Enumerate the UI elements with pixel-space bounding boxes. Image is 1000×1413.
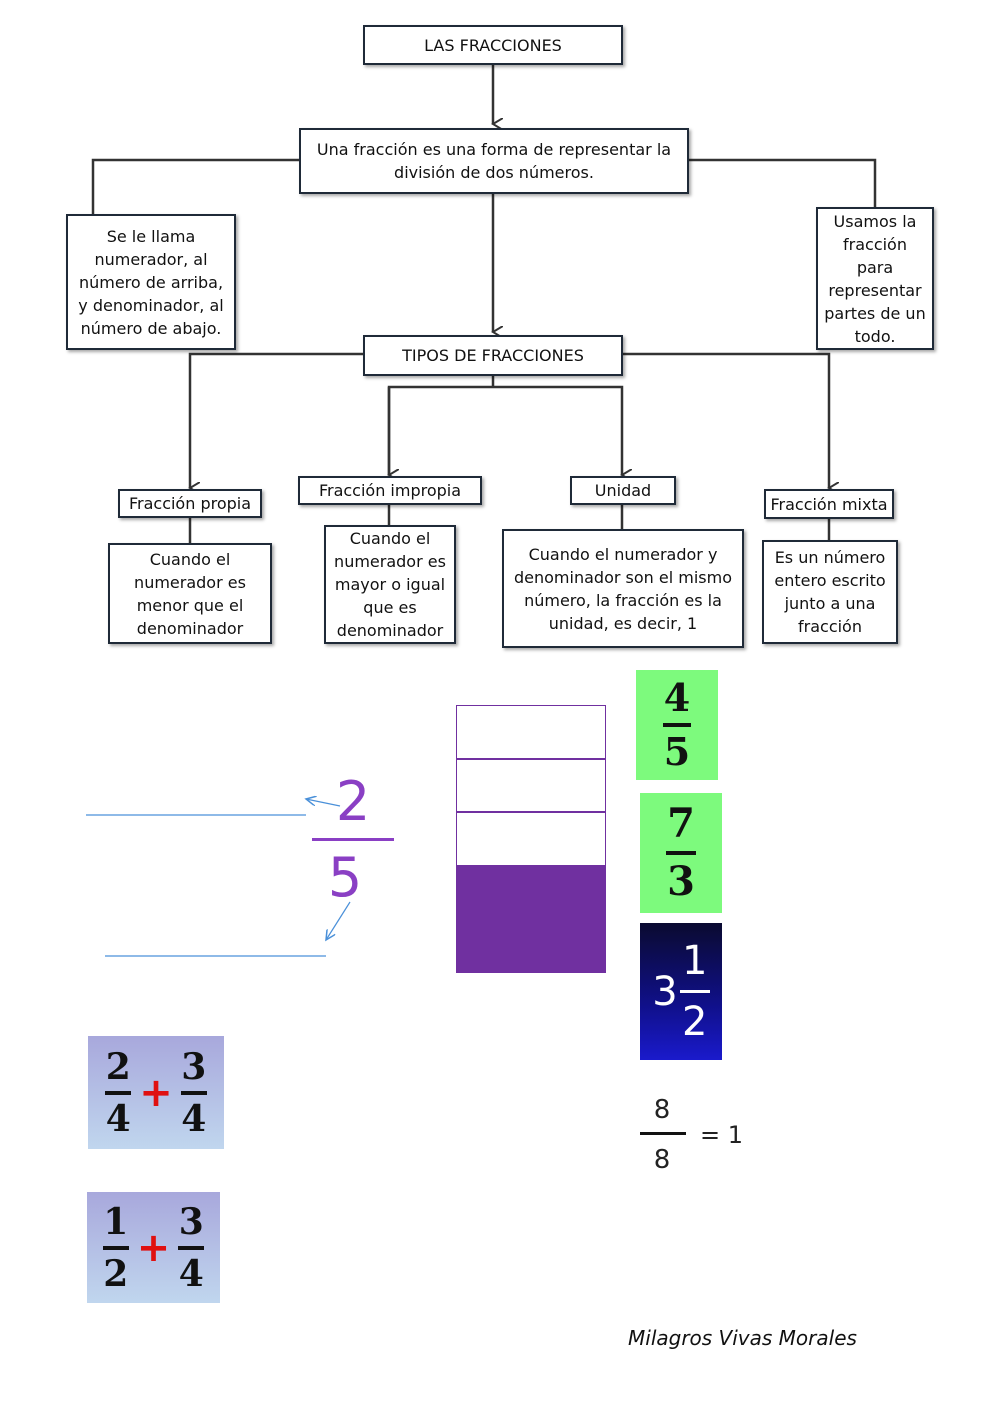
left-note-text: Se le llama numerador, al número de arri… bbox=[78, 226, 224, 338]
plus-sign: + bbox=[136, 1224, 171, 1271]
proper-denominator: 5 bbox=[663, 729, 691, 774]
author-name: Milagros Vivas Morales bbox=[628, 1326, 857, 1350]
proper-numerator: 4 bbox=[663, 675, 691, 720]
type-desc-text: Cuando el numerador es menor que el deno… bbox=[134, 549, 246, 638]
type-label-mixta: Fracción mixta bbox=[764, 489, 894, 519]
bar-segment-empty bbox=[456, 758, 606, 813]
type-label-text: Fracción mixta bbox=[770, 494, 888, 514]
type-desc-text: Cuando el numerador y denominador son el… bbox=[514, 544, 732, 633]
improper-numerator: 7 bbox=[667, 800, 695, 847]
type-label-unidad: Unidad bbox=[570, 476, 676, 505]
improper-denominator: 3 bbox=[667, 858, 695, 905]
definition-box: Una fracción es una forma de representar… bbox=[299, 128, 689, 194]
title-box: LAS FRACCIONES bbox=[363, 25, 623, 65]
mixed-denominator: 2 bbox=[681, 999, 708, 1045]
sum1-b-denominator: 4 bbox=[181, 1097, 207, 1140]
sum2-a-numerator: 1 bbox=[103, 1200, 129, 1243]
type-label-impropia: Fracción impropia bbox=[298, 476, 482, 505]
mixed-numerator: 1 bbox=[681, 938, 708, 984]
sum-card-2: 1 2 + 3 4 bbox=[87, 1192, 220, 1303]
bar-segment-empty bbox=[456, 705, 606, 759]
type-desc-mixta: Es un número entero escrito junto a una … bbox=[762, 540, 898, 644]
labeled-fraction: 2 5 bbox=[308, 772, 398, 912]
fraction-bar bbox=[640, 1132, 686, 1135]
bar-segment-empty bbox=[456, 812, 606, 866]
right-note-box: Usamos la fracción para representar part… bbox=[816, 207, 934, 350]
mixed-whole: 3 bbox=[652, 968, 678, 1015]
fraction-denominator: 5 bbox=[327, 846, 363, 909]
sum1-a-denominator: 4 bbox=[105, 1097, 131, 1140]
type-desc-text: Cuando el numerador es mayor o igual que… bbox=[334, 529, 446, 640]
type-desc-unidad: Cuando el numerador y denominador son el… bbox=[502, 529, 744, 648]
proper-fraction-card: 4 5 bbox=[636, 670, 718, 780]
type-label-text: Unidad bbox=[594, 481, 652, 500]
mixed-number-card: 3 1 2 bbox=[640, 923, 722, 1060]
fraction-bar bbox=[663, 723, 691, 727]
bar-segment-shaded bbox=[456, 919, 606, 973]
sum2-b-numerator: 3 bbox=[178, 1200, 204, 1243]
title-text: LAS FRACCIONES bbox=[424, 35, 562, 55]
left-note-box: Se le llama numerador, al número de arri… bbox=[66, 214, 236, 350]
definition-text: Una fracción es una forma de representar… bbox=[316, 140, 672, 182]
fraction-bar bbox=[180, 1090, 207, 1095]
improper-fraction-card: 7 3 bbox=[640, 793, 722, 913]
bar-segment-shaded bbox=[456, 865, 606, 920]
fraction-bar bbox=[102, 1245, 129, 1250]
fraction-bar bbox=[178, 1245, 205, 1250]
plus-sign: + bbox=[139, 1069, 173, 1116]
type-desc-impropia: Cuando el numerador es mayor o igual que… bbox=[324, 525, 456, 644]
sum1-a-numerator: 2 bbox=[105, 1045, 131, 1088]
unit-equals: = 1 bbox=[700, 1121, 744, 1149]
type-label-text: Fracción propia bbox=[128, 494, 252, 513]
fraction-bar bbox=[312, 838, 394, 841]
fraction-bar bbox=[666, 851, 696, 855]
unit-numerator: 8 bbox=[653, 1095, 671, 1125]
right-note-text: Usamos la fracción para representar part… bbox=[824, 211, 926, 346]
fraction-bar bbox=[679, 990, 710, 993]
sum1-b-numerator: 3 bbox=[181, 1045, 207, 1088]
fraction-bar bbox=[105, 1090, 132, 1095]
fraction-numerator: 2 bbox=[335, 770, 371, 833]
unit-fraction: 8 8 = 1 bbox=[638, 1095, 758, 1180]
types-title-box: TIPOS DE FRACCIONES bbox=[363, 335, 623, 376]
sum2-b-denominator: 4 bbox=[178, 1252, 204, 1295]
types-title-text: TIPOS DE FRACCIONES bbox=[402, 346, 584, 365]
sum2-a-denominator: 2 bbox=[103, 1252, 129, 1295]
type-label-propia: Fracción propia bbox=[118, 489, 262, 518]
type-desc-text: Es un número entero escrito junto a una … bbox=[774, 548, 886, 636]
bar-model bbox=[456, 705, 606, 973]
type-desc-propia: Cuando el numerador es menor que el deno… bbox=[108, 543, 272, 644]
sum-card-1: 2 4 + 3 4 bbox=[88, 1036, 224, 1149]
unit-denominator: 8 bbox=[653, 1145, 671, 1175]
type-label-text: Fracción impropia bbox=[318, 481, 462, 500]
